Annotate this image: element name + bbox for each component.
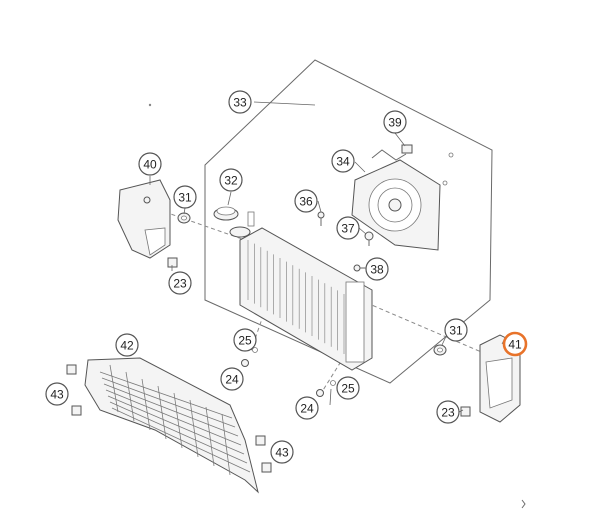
screw-36	[317, 211, 325, 226]
callout-40: 40	[138, 152, 162, 176]
callout-number: 24	[225, 373, 239, 387]
radiator-core	[239, 227, 373, 371]
callout-25a: 25	[233, 328, 257, 352]
callout-43b: 43	[270, 440, 294, 464]
left-bracket	[117, 179, 171, 259]
callout-number: 24	[300, 402, 314, 416]
callout-circle	[138, 152, 162, 176]
callout-number: 42	[120, 339, 134, 353]
radiator-fan	[351, 149, 441, 251]
leader-lines	[149, 101, 506, 413]
callout-circle	[220, 367, 244, 391]
callout-circle	[444, 318, 468, 342]
filler-neck	[229, 211, 255, 238]
callout-number: 32	[224, 174, 238, 188]
bolt-24-left	[241, 359, 249, 367]
callout-circle	[270, 440, 294, 464]
stray-dot	[148, 103, 152, 107]
callout-number: 33	[233, 96, 247, 110]
callout-circle	[294, 189, 318, 213]
assembly-axis-right	[359, 299, 501, 361]
corner-mark	[521, 499, 526, 509]
callout-32: 32	[219, 168, 243, 192]
callout-24b: 24	[295, 396, 319, 420]
callout-number: 36	[299, 195, 313, 209]
callout-31b: 31	[444, 318, 468, 342]
callout-39: 39	[383, 110, 407, 134]
callout-circle	[365, 257, 389, 281]
callout-23a: 23	[168, 271, 192, 295]
callout-circle	[45, 382, 69, 406]
callout-number: 43	[275, 446, 289, 460]
callout-number: 31	[178, 191, 192, 205]
callout-number: 23	[441, 406, 455, 420]
callout-circle	[233, 328, 257, 352]
callout-circle	[331, 149, 355, 173]
bolt-24-right	[316, 389, 324, 397]
callout-circle	[295, 396, 319, 420]
callout-34: 34	[331, 149, 355, 173]
callout-circle	[115, 333, 139, 357]
radiator-grille	[84, 357, 259, 494]
nut-23-left	[167, 257, 178, 268]
callout-41: 41	[502, 331, 528, 357]
radiator-group-frame	[204, 59, 493, 384]
callout-labels: 33 39 34 40 32 31 36 37 38 23 31 41 42 25 24 25 43 24 23 43	[45, 90, 528, 464]
assembly-axis-bolt-24	[319, 354, 346, 396]
clips-43-right	[255, 435, 272, 473]
callout-23b: 23	[436, 400, 460, 424]
callout-42: 42	[115, 333, 139, 357]
screw-37	[364, 231, 374, 246]
callout-circle	[502, 331, 528, 357]
callout-38: 38	[365, 257, 389, 281]
callout-circle	[173, 185, 197, 209]
callout-number: 25	[238, 334, 252, 348]
callout-number: 34	[336, 155, 350, 169]
callout-number: 38	[370, 263, 384, 277]
callout-25b: 25	[336, 376, 360, 400]
callout-number: 39	[388, 116, 402, 130]
callout-number: 25	[341, 382, 355, 396]
callout-circle	[336, 216, 360, 240]
callout-31a: 31	[173, 185, 197, 209]
callout-number: 23	[173, 277, 187, 291]
right-cover	[479, 334, 521, 423]
callout-number: 41	[508, 338, 522, 352]
callout-circle	[336, 376, 360, 400]
grommet-31-right	[433, 344, 447, 356]
callout-circle	[219, 168, 243, 192]
washer-25-left	[252, 347, 258, 353]
fan-connector	[401, 144, 454, 186]
callout-24a: 24	[220, 367, 244, 391]
callout-number: 31	[449, 324, 463, 338]
callout-number: 37	[341, 222, 355, 236]
nut-23-right	[460, 406, 471, 417]
callout-circle	[383, 110, 407, 134]
washer-25-right	[330, 380, 336, 386]
grommet-31-left	[177, 212, 191, 224]
callout-number: 43	[50, 388, 64, 402]
radiator-cap	[213, 206, 239, 221]
callout-43a: 43	[45, 382, 69, 406]
callout-37: 37	[336, 216, 360, 240]
clips-43-left	[66, 364, 82, 416]
callout-36: 36	[294, 189, 318, 213]
callout-33: 33	[228, 90, 252, 114]
callout-circle	[168, 271, 192, 295]
callout-circle	[228, 90, 252, 114]
callout-circle	[436, 400, 460, 424]
callout-number: 40	[143, 158, 157, 172]
